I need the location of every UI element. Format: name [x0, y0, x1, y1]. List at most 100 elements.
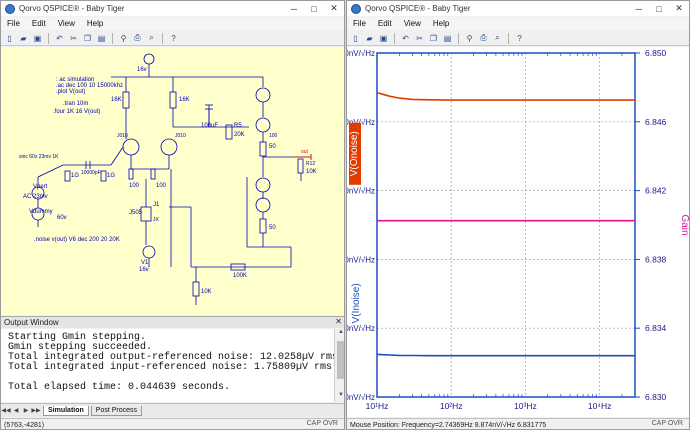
y-right-tick-label: 6.842: [645, 186, 667, 196]
undo-icon[interactable]: ↶: [56, 33, 63, 43]
y-right-label: Gain: [679, 214, 690, 235]
last-tab-icon[interactable]: ▶▶: [31, 408, 41, 414]
scroll-up-icon[interactable]: ▲: [338, 329, 344, 335]
r-load-value: 10K: [306, 169, 317, 175]
vpert-label: Vpert: [33, 184, 48, 190]
new-file-icon[interactable]: ▯: [7, 33, 12, 43]
x-tick-label: 10²Hz: [440, 401, 463, 411]
new-file-icon[interactable]: ▯: [353, 33, 358, 43]
scroll-down-icon[interactable]: ▼: [338, 392, 344, 398]
y-right-tick-label: 6.846: [645, 117, 667, 127]
close-icon[interactable]: ✕: [675, 3, 683, 13]
right-titlebar: Qorvo QSPICE® - Baby Tiger ─ □ ✕: [347, 1, 689, 16]
minimize-icon[interactable]: ─: [290, 3, 298, 14]
menu-edit[interactable]: Edit: [377, 19, 392, 28]
cut-icon[interactable]: ✂: [416, 33, 423, 43]
open-folder-icon[interactable]: ▰: [20, 33, 27, 43]
transistor-small-label: 100: [269, 133, 278, 139]
copy-icon[interactable]: ❐: [83, 33, 92, 43]
output-scrollbar[interactable]: ▲ ▼: [334, 329, 344, 402]
right-menubar: File Edit View Help: [347, 17, 689, 30]
output-window-header: Output Window ✕: [1, 316, 344, 328]
plot-frame: [376, 52, 636, 398]
y-right-tick-label: 6.830: [645, 392, 667, 402]
r-bottom-value: 10K: [201, 289, 212, 295]
menu-edit[interactable]: Edit: [31, 19, 46, 28]
r5-value: 20K: [234, 132, 245, 138]
app-icon: [5, 3, 15, 14]
tab-post-process[interactable]: Post Process: [90, 405, 143, 416]
run-icon[interactable]: ⚲: [466, 33, 473, 43]
run-icon[interactable]: ⚲: [120, 33, 127, 43]
save-icon[interactable]: ▣: [379, 33, 388, 43]
schematic-canvas[interactable]: : ac simulation .ac dec 100 10 15000khz …: [1, 47, 344, 315]
left-window-title: Qorvo QSPICE® - Baby Tiger: [19, 4, 125, 13]
minimize-icon[interactable]: ─: [635, 3, 643, 14]
x-tick-label: 10⁴Hz: [588, 401, 612, 411]
help-icon[interactable]: ?: [517, 33, 522, 43]
waveform-window: Qorvo QSPICE® - Baby Tiger ─ □ ✕ File Ed…: [346, 0, 690, 430]
cap-value: 100uF: [201, 123, 219, 129]
jfet-label: J1: [153, 202, 160, 208]
out-net-label: out: [301, 149, 308, 155]
y-left-tick-label: 100nV/√Hz: [347, 49, 375, 58]
caps-indicator: CAP OVR: [306, 420, 338, 427]
v1-value: 16v: [139, 267, 149, 273]
menu-view[interactable]: View: [403, 19, 421, 28]
r-top-right-value: 16K: [179, 97, 190, 103]
r-load-label: R12: [306, 161, 316, 167]
r-emit-top-value: 50: [269, 144, 276, 150]
r-tail-right-value: 100: [156, 183, 167, 189]
close-icon[interactable]: ✕: [330, 3, 338, 13]
save-icon[interactable]: ▣: [33, 33, 42, 43]
scrollbar-thumb[interactable]: [337, 341, 344, 379]
plot-svg[interactable]: 100nV/√Hz6.85080nV/√Hz6.84660nV/√Hz6.842…: [347, 47, 690, 417]
output-log[interactable]: Starting Gmin stepping.Gmin stepping suc…: [1, 329, 338, 402]
series-line-vonoise: [376, 91, 635, 101]
print-icon[interactable]: ⎙: [134, 33, 141, 42]
r-emit-bottom-value: 50: [269, 225, 276, 231]
maximize-icon[interactable]: □: [656, 3, 662, 14]
caps-indicator: CAP OVR: [651, 420, 683, 427]
menu-help[interactable]: Help: [432, 19, 450, 28]
paste-icon[interactable]: ▤: [443, 33, 452, 43]
menu-view[interactable]: View: [57, 19, 75, 28]
jx-label: JX: [153, 217, 159, 223]
tab-simulation[interactable]: Simulation: [43, 405, 89, 416]
paste-icon[interactable]: ▤: [97, 33, 106, 43]
cut-icon[interactable]: ✂: [70, 33, 77, 43]
copy-icon[interactable]: ❐: [429, 33, 438, 43]
waveform-plot[interactable]: 100nV/√Hz6.85080nV/√Hz6.84660nV/√Hz6.842…: [347, 47, 690, 417]
x-tick-label: 10¹Hz: [366, 401, 389, 411]
right-window-title: Qorvo QSPICE® - Baby Tiger: [365, 4, 471, 13]
menu-help[interactable]: Help: [86, 19, 104, 28]
directive-line: .plot V(out): [56, 89, 86, 95]
vdummy-label: Vdummy: [29, 209, 53, 215]
output-tabbar: ◀◀ ◀ ▶ ▶▶ Simulation Post Process: [1, 403, 344, 417]
y-right-label-group: Gain: [679, 214, 690, 235]
undo-icon[interactable]: ↶: [402, 33, 409, 43]
output-window-title: Output Window: [4, 318, 59, 327]
open-folder-icon[interactable]: ▰: [366, 33, 373, 43]
app-icon: [351, 3, 361, 14]
print-icon[interactable]: ⎙: [480, 33, 487, 42]
prev-tab-icon[interactable]: ◀: [13, 408, 19, 414]
help-icon[interactable]: ?: [171, 33, 176, 43]
zoom-icon[interactable]: ⌕: [149, 33, 154, 42]
first-tab-icon[interactable]: ◀◀: [1, 408, 11, 414]
toolbar-separator: [394, 32, 395, 44]
y-left-label-top-group: V(Onoise): [349, 122, 361, 185]
next-tab-icon[interactable]: ▶: [23, 408, 29, 414]
output-close-icon[interactable]: ✕: [335, 317, 342, 326]
y-left-label-top: V(Onoise): [349, 131, 360, 176]
maximize-icon[interactable]: □: [311, 3, 317, 14]
r2-value: 1G: [71, 173, 80, 179]
zoom-icon[interactable]: ⌕: [495, 33, 500, 42]
log-line: Total elapsed time: 0.044639 seconds.: [8, 382, 231, 393]
r-tail-left-value: 100: [129, 183, 140, 189]
r1-value: 1G: [107, 173, 116, 179]
log-line: Total integrated input-referenced noise:…: [8, 362, 333, 373]
menu-file[interactable]: File: [7, 19, 20, 28]
right-window-controls: ─ □ ✕: [629, 1, 689, 16]
menu-file[interactable]: File: [353, 19, 366, 28]
